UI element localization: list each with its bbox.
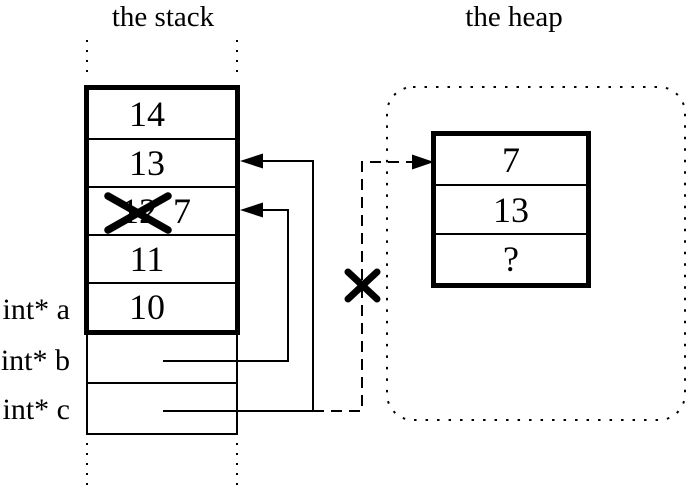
crossed-out-old-value: 12 (121, 191, 157, 231)
invalid-pointer-cross-icon (344, 268, 381, 303)
stack-cell-13: 13 (89, 138, 235, 186)
pointer-b-arrowhead-icon (240, 202, 263, 218)
heap-cell-unknown: ? (436, 233, 586, 283)
heap-title: the heap (465, 1, 563, 33)
new-value: 7 (173, 191, 191, 231)
pointer-label-c: int* c (2, 393, 71, 426)
pointer-c-cell (88, 384, 236, 433)
stack-cell-11: 11 (89, 234, 235, 282)
stack-cell-10: 10 (89, 282, 235, 330)
stack-cell-14: 14 (129, 94, 165, 134)
pointer-label-b: int* b (0, 344, 70, 377)
stack-title: the stack (111, 1, 215, 33)
heap-cell-13: 13 (436, 183, 586, 234)
pointer-label-a: int* a (2, 293, 71, 326)
stack-cell-overwritten: 12 7 (89, 186, 235, 234)
dangling-pointer-dashed-line (313, 161, 416, 412)
stack-frame-box: 14 13 12 7 11 10 (84, 85, 240, 335)
heap-cell-7: 7 (502, 139, 520, 180)
pointer-c-arrowhead-icon (240, 153, 263, 169)
pointer-variable-rows (86, 335, 238, 435)
heap-object-box: 7 13 ? (431, 131, 591, 288)
pointer-b-cell (88, 335, 236, 384)
